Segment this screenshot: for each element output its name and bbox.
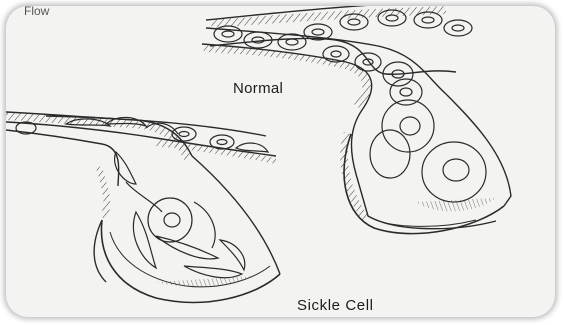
cropped-heading-fragment: Flow — [24, 6, 49, 18]
vessel-illustration — [6, 6, 555, 317]
normal-label: Normal — [233, 80, 283, 97]
sickle-cell-label: Sickle Cell — [297, 297, 374, 314]
sickle-vessel-icon — [6, 112, 280, 302]
normal-vessel-icon — [202, 6, 511, 234]
illustration-frame: Normal Sickle Cell Flow — [6, 6, 555, 317]
